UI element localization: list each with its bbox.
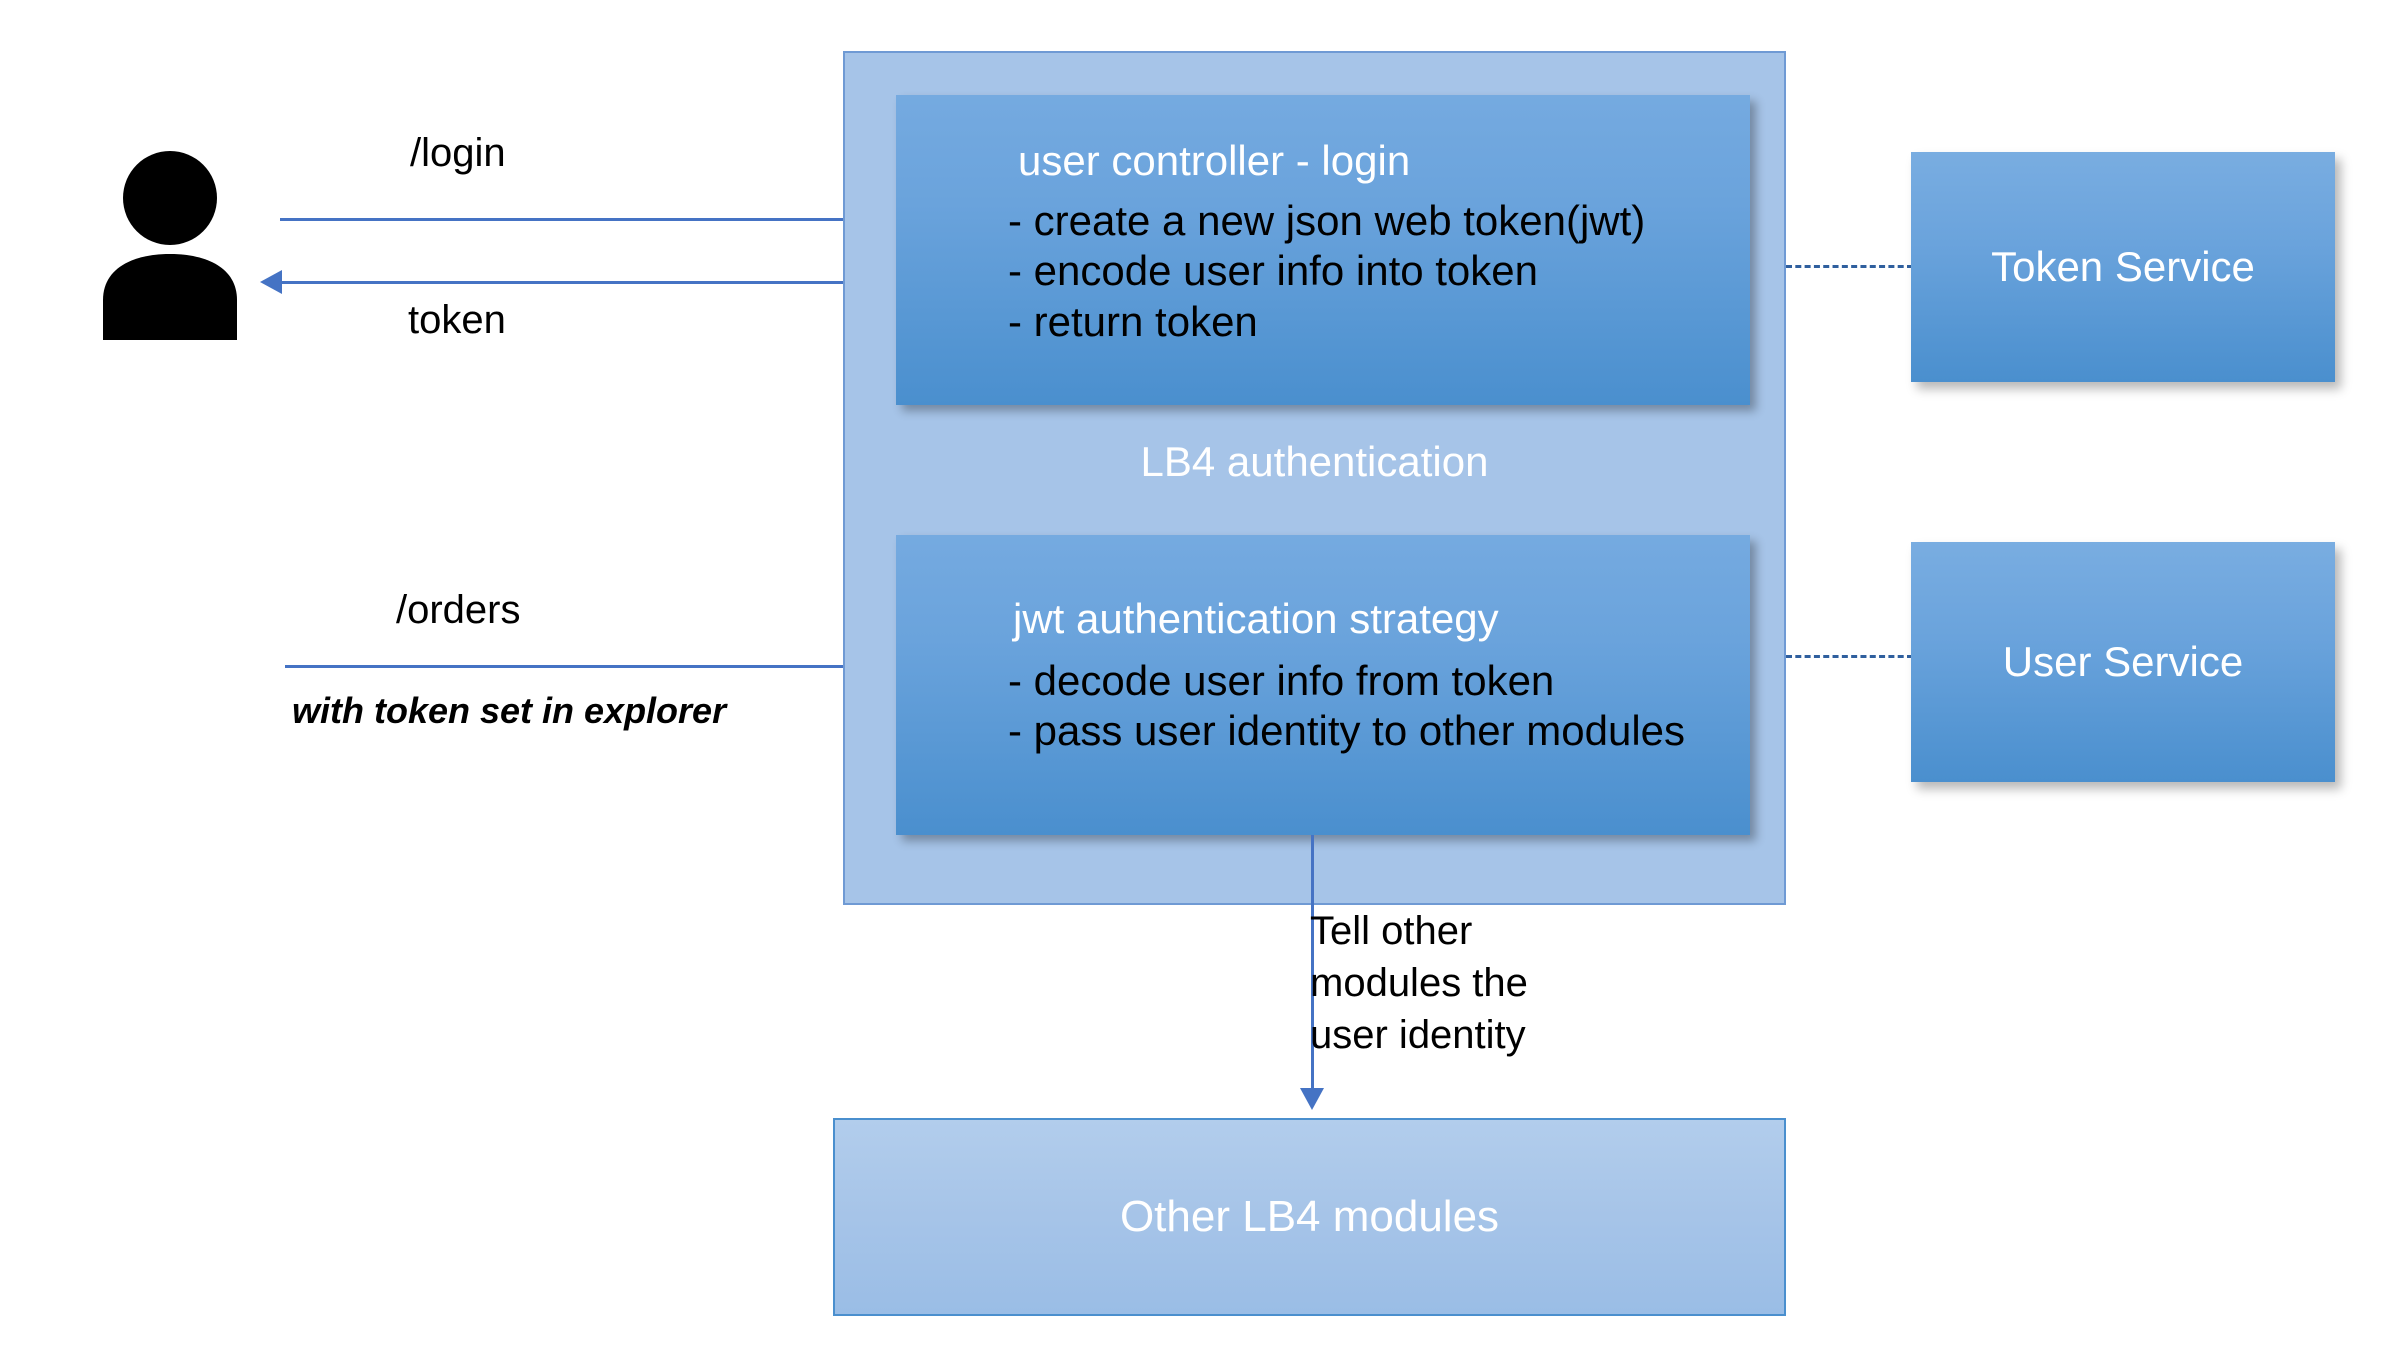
flow-label-login: /login: [410, 131, 506, 175]
module-user-controller[interactable]: [896, 95, 1750, 405]
flow-label-identity-line-3: user identity: [1310, 1013, 1526, 1057]
flow-line-identity-handoff: [1311, 835, 1314, 1090]
module-jwt-authentication-strategy[interactable]: [896, 535, 1750, 835]
flow-arrowhead-token: [260, 270, 282, 294]
flow-arrowhead-identity-handoff: [1300, 1088, 1324, 1110]
service-box-user-service[interactable]: User Service: [1911, 542, 2335, 782]
service-box-token-service-label: Token Service: [1991, 243, 2255, 290]
flow-line-orders: [285, 665, 953, 668]
flow-label-identity-handoff: Tell other modules the user identity: [1310, 905, 1528, 1061]
user-person-icon: [95, 150, 245, 340]
bullet-pass-user-identity: - pass user identity to other modules: [1008, 707, 1686, 755]
flow-label-orders-note: with token set in explorer: [292, 690, 727, 731]
flow-label-identity-line-2: modules the: [1310, 961, 1528, 1005]
bullet-return-token: - return token: [1008, 297, 1258, 345]
flow-label-identity-line-1: Tell other: [1310, 909, 1473, 953]
flow-label-token: token: [408, 298, 506, 342]
module-jwt-strategy-title: jwt authentication strategy: [1013, 595, 1499, 642]
bullet-decode-user-info: - decode user info from token: [1008, 657, 1555, 704]
bullet-encode-user-info: - encode user info into token: [1008, 247, 1539, 295]
module-user-controller-bullets: - create a new json web token(jwt) - enc…: [1008, 196, 1645, 347]
service-box-user-service-label: User Service: [2002, 638, 2244, 685]
module-user-controller-title: user controller - login: [1018, 137, 1411, 184]
flow-line-token: [280, 281, 970, 284]
user-actor-label: User: [127, 298, 213, 342]
module-jwt-strategy-bullets: - decode user info from token - pass use…: [1008, 656, 1685, 757]
flow-label-orders: /orders: [396, 588, 521, 632]
bullet-create-jwt: - create a new json web token(jwt): [1008, 197, 1646, 244]
other-lb4-modules-label: Other LB4 modules: [1119, 1192, 1500, 1241]
other-lb4-modules-box[interactable]: Other LB4 modules: [833, 1118, 1786, 1316]
link-user-service: [1786, 655, 1913, 658]
service-box-token-service[interactable]: Token Service: [1911, 152, 2335, 382]
link-token-service: [1786, 265, 1913, 268]
lb4-authentication-label: LB4 authentication: [1140, 438, 1489, 485]
flow-line-login: [280, 218, 953, 221]
